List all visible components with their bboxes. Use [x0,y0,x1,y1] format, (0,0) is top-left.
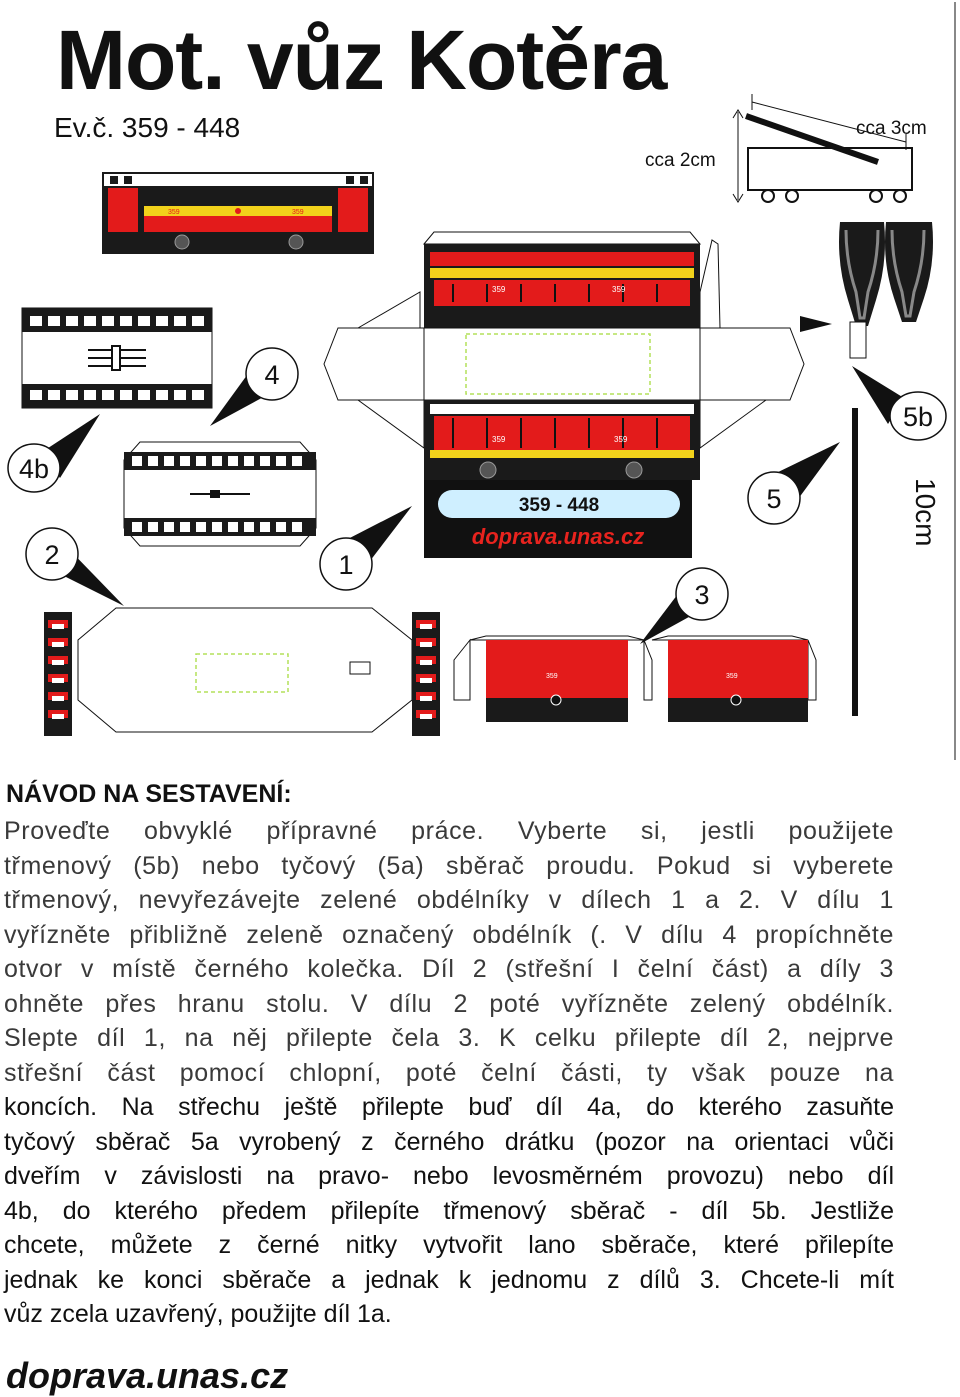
svg-text:5: 5 [766,484,781,514]
svg-text:3: 3 [694,580,709,610]
body-lower-number: 359 [492,435,506,444]
instruction-line: 4b, do kterého předem přilepíte třmenový… [4,1196,894,1225]
instruction-line: střešní část pomocí chlopní, poté čelní … [4,1058,894,1087]
height-dimension: cca 2cm [645,150,716,171]
instruction-line: chcete, můžete z černé nitky vytvořit la… [4,1231,894,1259]
instruction-line: otvor v místě černého kolečka. Díl 2 (st… [4,955,894,983]
end-wall-number-2: 359 [726,673,738,680]
dimension-sketch [732,94,913,203]
instruction-line: třmenový (5b) nebo tyčový (5a) sběrač pr… [4,851,894,880]
end-wall-number-1: 359 [546,673,558,680]
footer-website: doprava.unas.cz [6,1355,289,1396]
body-upper-number-2: 359 [612,285,626,294]
svg-text:1: 1 [338,550,353,580]
part-label-4: 4 [210,347,299,426]
instructions-body: Proveďte obvyklé přípravné práce. Vybert… [4,814,894,1332]
instruction-line: vyřízněte přibližně zeleně označený obdé… [4,920,894,949]
trolley-pole [852,408,858,716]
instruction-line: ohněte přes hranu stolu. V dílu 2 poté v… [4,989,894,1018]
part-2-roof-frame [44,607,440,736]
instructions-heading: NÁVOD NA SESTAVENÍ: [6,780,292,808]
svg-text:4b: 4b [19,454,49,484]
part-4b-roof [123,441,317,547]
bow-collector-parts [800,222,933,359]
part-label-2: 2 [25,527,124,606]
width-dimension: cca 3cm [856,118,927,139]
part-label-5b: 5b [852,366,947,441]
part-label-4b: 4b [7,414,100,493]
cutout-sheet: 359 359 cca 2cm cca 3cm [7,2,956,760]
instruction-line: vůz zcela uzavřený, použijte díl 1a. [4,1300,392,1328]
part-3-end-walls: 359 359 [453,635,817,722]
part-label-3: 3 [640,567,729,644]
instruction-line: tyčový sběrač 5a vyrobený z černého drát… [4,1127,894,1156]
evidence-number: Ev.č. 359 - 448 [54,112,241,143]
length-marker [954,2,956,760]
instruction-line: Proveďte obvyklé přípravné práce. Vybert… [4,817,894,845]
plate-text: 359 - 448 [519,495,599,516]
instruction-line: třmenový, nevyřezávejte zelené obdélníky… [4,886,894,914]
page-title: Mot. vůz Kotěra [56,13,667,107]
instruction-line: jednak ke konci sběrače a jednak k jedno… [4,1265,894,1294]
body-website: doprava.unas.cz [472,524,644,549]
length-dimension: 10cm [910,478,941,546]
part-label-5: 5 [747,442,840,525]
part-4-roof [21,307,213,409]
part-label-1: 1 [319,506,412,591]
body-lower-number-2: 359 [614,435,628,444]
instruction-line: Slepte díl 1, na něj přilepte čela 3. K … [4,1024,894,1052]
body-upper-number: 359 [492,285,506,294]
side-preview-number: 359 [168,209,180,216]
svg-text:5b: 5b [903,402,933,432]
svg-text:2: 2 [44,540,59,570]
instruction-line: dveřím v závislosti na pravo- nebo levos… [4,1162,894,1190]
part-1-body: 359 359 359 359 359 - 448 doprava.unas.c… [323,231,805,558]
instruction-line: koncích. Na střechu ještě přilepte buď d… [4,1093,894,1121]
svg-text:4: 4 [264,360,279,390]
side-preview-number-2: 359 [292,209,304,216]
side-preview: 359 359 [102,172,374,254]
